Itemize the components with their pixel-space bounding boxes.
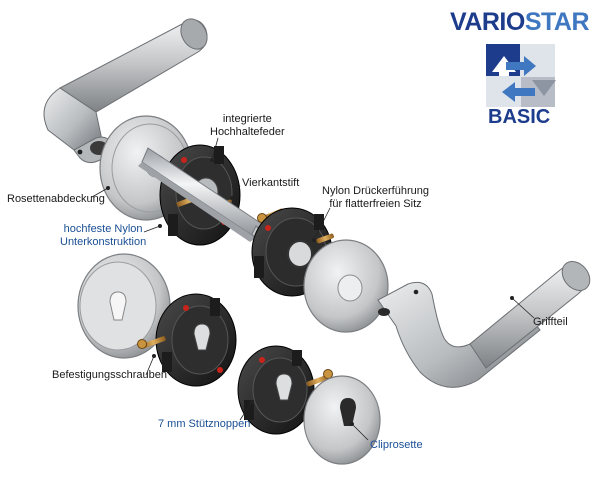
logo-wordmark: VARIOSTAR: [450, 8, 590, 37]
leader-lines: [91, 137, 535, 441]
label-hochhaltefeder: integrierte Hochhaltefeder: [210, 113, 285, 139]
handle-right: [303, 239, 591, 388]
logo-subtitle: BASIC: [488, 106, 551, 128]
label-nylon-line2: für flatterfreien Sitz: [329, 198, 422, 210]
clip-rosette: [303, 375, 381, 465]
square-spindle: [138, 147, 265, 243]
label-stuetznoppen: 7 mm Stütznoppen: [158, 418, 251, 430]
rosette-cover-bottom: [77, 253, 171, 359]
label-hochhaltefeder-line2: Hochhaltefeder: [210, 126, 285, 138]
variostar-logo-mark: [486, 44, 556, 107]
label-griffteil: Griffteil: [533, 316, 568, 328]
label-rosettenabdeckung: Rosettenabdeckung: [7, 193, 105, 205]
logo-word-star: STAR: [524, 8, 590, 36]
label-hochfeste-line2: Unterkonstruktion: [60, 236, 147, 248]
label-nylon-drueckerfuehrung: Nylon Drückerführung für flatterfreien S…: [322, 185, 429, 211]
label-nylon-line1: Nylon Drückerführung: [322, 185, 429, 197]
label-hochfeste-nylon: hochfeste Nylon Unterkonstruktion: [60, 223, 146, 249]
logo-word-vario: VARIO: [450, 8, 525, 36]
label-hochhaltefeder-line1: integrierte: [222, 113, 272, 125]
label-hochfeste-line1: hochfeste Nylon: [63, 223, 143, 235]
label-cliprosette: Cliprosette: [370, 439, 423, 451]
label-befestigungsschrauben: Befestigungsschrauben: [52, 369, 167, 381]
nylon-support-bottom-right: [237, 345, 333, 435]
label-vierkantstift: Vierkantstift: [242, 177, 300, 189]
nylon-support-bottom-left: [137, 293, 237, 387]
